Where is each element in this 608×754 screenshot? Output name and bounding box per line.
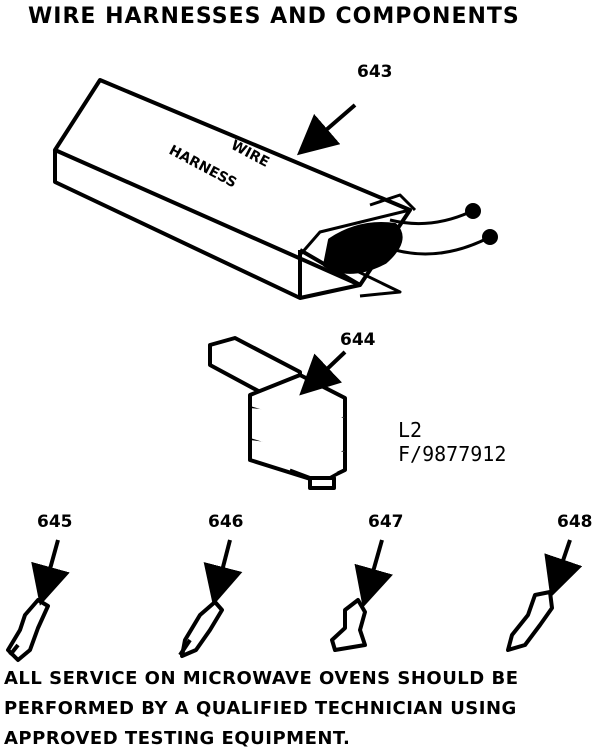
label-643: 643 <box>357 62 393 82</box>
terminal-646 <box>178 600 224 658</box>
arrow-643 <box>296 103 357 156</box>
terminal-648 <box>506 590 554 652</box>
connector-block <box>208 336 347 490</box>
label-648: 648 <box>557 512 593 532</box>
reference-line-1: L2 <box>398 418 423 442</box>
arrow-644 <box>299 350 347 396</box>
arrow-648 <box>544 539 583 598</box>
reference-line-2: F/9877912 <box>398 442 507 466</box>
arrow-647 <box>354 539 393 608</box>
label-644: 644 <box>340 330 376 350</box>
service-note-line-1: ALL SERVICE ON MICROWAVE OVENS SHOULD BE <box>4 668 519 689</box>
terminal-645 <box>6 598 50 662</box>
arrow-645 <box>31 539 70 606</box>
diagram-title: WIRE HARNESSES AND COMPONENTS <box>28 4 520 29</box>
label-646: 646 <box>208 512 244 532</box>
service-note: ALL SERVICE ON MICROWAVE OVENS SHOULD BE… <box>4 664 519 754</box>
arrow-646 <box>203 539 243 606</box>
terminal-647 <box>330 598 367 652</box>
service-note-line-3: APPROVED TESTING EQUIPMENT. <box>4 728 351 749</box>
label-647: 647 <box>368 512 404 532</box>
reference-block: L2 F/9877912 <box>398 418 506 466</box>
service-note-line-2: PERFORMED BY A QUALIFIED TECHNICIAN USIN… <box>4 698 517 719</box>
wire-harness-box <box>53 78 498 300</box>
label-645: 645 <box>37 512 73 532</box>
